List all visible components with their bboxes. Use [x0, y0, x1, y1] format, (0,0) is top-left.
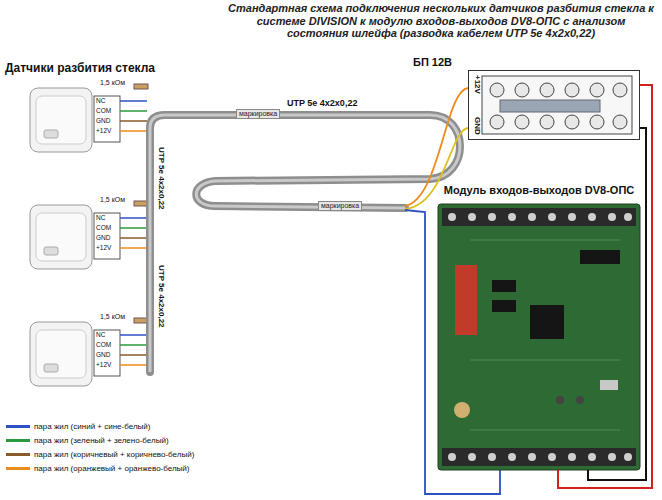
legend-swatch: [6, 453, 30, 456]
psu-terminal-screws: [482, 76, 632, 134]
legend-row: пара жил (коричневый + коричнево-белый): [6, 448, 194, 462]
terminal-name: NC: [96, 214, 105, 221]
legend-row: пара жил (синий + сине-белый): [6, 420, 194, 434]
utp-cable-core: [150, 115, 460, 372]
power-wire: [558, 85, 652, 488]
utp-cable: [150, 115, 460, 372]
cable-tag: маркировка: [318, 201, 362, 211]
terminal-name: COM: [96, 224, 111, 231]
legend-text: пара жил (синий + сине-белый): [34, 422, 150, 431]
resistor-value: 1,5 кОм: [100, 313, 125, 321]
node-text: Модуль входов-выходов DV8-ОПС: [438, 184, 640, 196]
terminal-name: COM: [96, 107, 111, 114]
power-supply: БП 12В+12VGND: [468, 70, 640, 140]
glass-break-sensor: [30, 84, 148, 152]
group-heading: Датчики разбития стекла: [5, 62, 155, 76]
terminal-name: GND: [96, 117, 110, 124]
glass-break-sensor: [30, 318, 148, 386]
glass-break-sensor: [30, 201, 148, 269]
node-text: +12V: [472, 75, 481, 94]
power-wire: [588, 128, 646, 480]
legend-row: пара жил (оранжевый + оранжево-белый): [6, 462, 194, 476]
terminal-name: GND: [96, 234, 110, 241]
node-text: GND: [472, 117, 481, 135]
legend-text: пара жил (зеленый + зелено-белый): [34, 436, 169, 445]
legend-row: пара жил (зеленый + зелено-белый): [6, 434, 194, 448]
legend-text: пара жил (оранжевый + оранжево-белый): [34, 464, 190, 473]
cable-label: UTP 5e 4x2x0,22: [285, 98, 359, 108]
legend: пара жил (синий + сине-белый) пара жил (з…: [6, 420, 194, 476]
terminal-name: NC: [96, 331, 105, 338]
node-text: БП 12В: [413, 56, 452, 68]
legend-swatch: [6, 467, 30, 470]
terminal-name: +12V: [96, 244, 111, 251]
cable-label: UTP 5e 4x2x0,22: [157, 146, 166, 211]
cable-tag: маркировка: [236, 109, 280, 119]
diagram-title: Стандартная схема подключения нескольких…: [228, 2, 654, 40]
cable-label: UTP 5e 4x2x0,22: [157, 264, 166, 329]
legend-swatch: [6, 439, 30, 442]
terminal-name: COM: [96, 341, 111, 348]
legend-swatch: [6, 425, 30, 428]
resistor-value: 1,5 кОм: [100, 79, 125, 87]
terminal-name: +12V: [96, 127, 111, 134]
module-pcb: [438, 204, 640, 470]
legend-text: пара жил (коричневый + коричнево-белый): [34, 450, 194, 459]
terminal-name: NC: [96, 97, 105, 104]
io-module: Модуль входов-выходов DV8-ОПС: [438, 184, 640, 470]
terminal-name: +12V: [96, 361, 111, 368]
resistor-value: 1,5 кОм: [100, 196, 125, 204]
yellow-wire: [405, 128, 468, 209]
terminal-name: GND: [96, 351, 110, 358]
